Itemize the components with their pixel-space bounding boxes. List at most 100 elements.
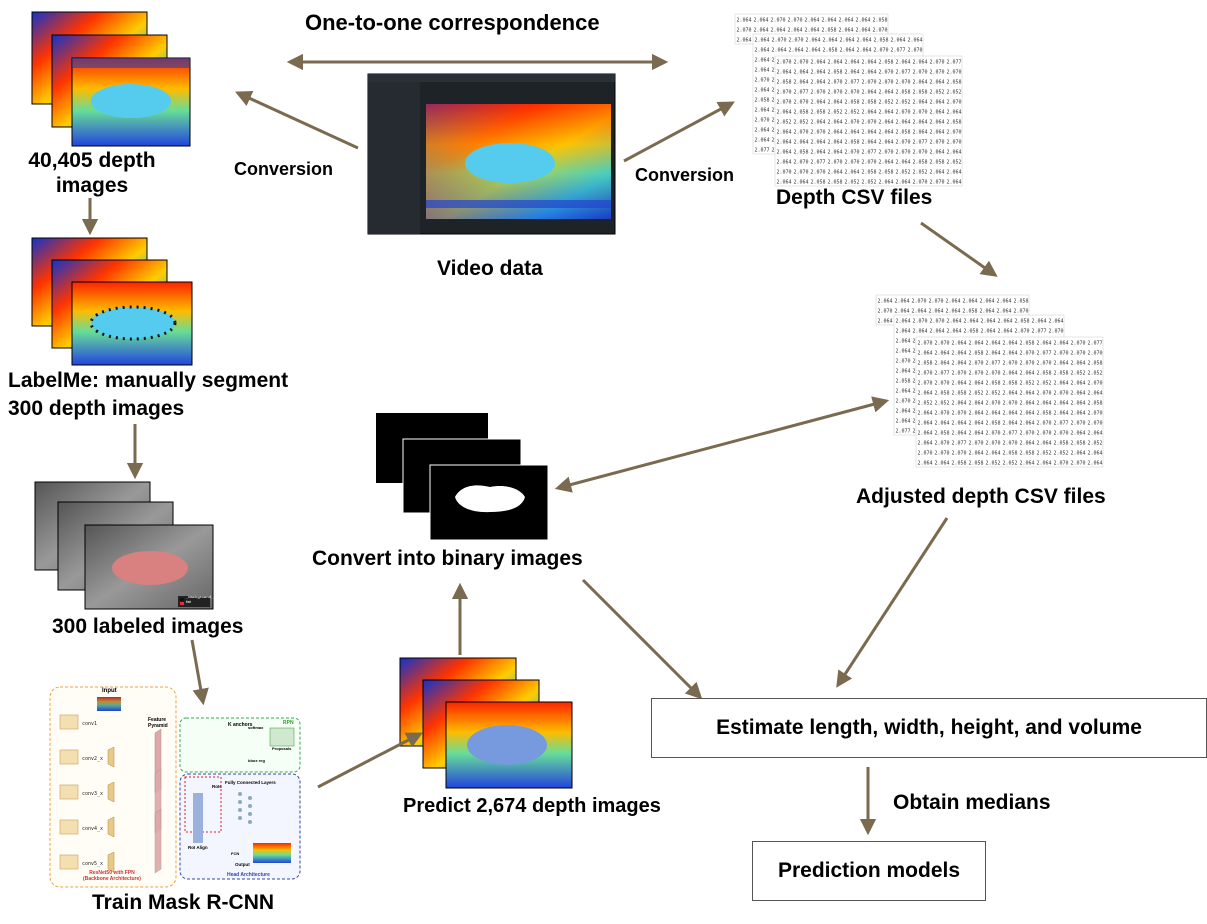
csv-cell: 2.064 (947, 170, 962, 176)
csv-cell: 2.070 (794, 130, 809, 136)
csv-cell: 2.064 (794, 180, 809, 186)
predicted-image-stack (399, 657, 573, 789)
csv-cell: 2.070 (1020, 431, 1035, 437)
csv-cell: 2.058 (913, 160, 928, 166)
csv-cell: 2.064 (1020, 461, 1035, 467)
csv-cell: 2.064 (777, 130, 792, 136)
csv-cell: 2.058 (1054, 441, 1069, 447)
csv-cell: 2.064 (935, 461, 950, 467)
csv-cell: 2.064 (1088, 391, 1103, 397)
csv-cell: 2.064 (1054, 381, 1069, 387)
prediction-models-box: Prediction models (752, 841, 986, 901)
csv-cell: 2.064 (777, 150, 792, 156)
csv-cell: 2.064 (879, 160, 894, 166)
csv-cell: 2.064 (828, 100, 843, 106)
csv-cell: 2.064 (947, 180, 962, 186)
csv-cell: 2.052 (794, 120, 809, 126)
csv-cell: 2.070 (811, 90, 826, 96)
csv-cell: 2.077 (1088, 341, 1103, 347)
csv-cell: 2.064 (777, 140, 792, 146)
csv-cell: 2.064 (1054, 341, 1069, 347)
csv-cell: 2.064 (879, 180, 894, 186)
csv-cell: 2.070 (918, 341, 933, 347)
csv-cell: 2.070 (1037, 361, 1052, 367)
csv-cell: 2.070 (952, 371, 967, 377)
csv-cell: 2.064 (918, 461, 933, 467)
csv-cell: 2.064 (755, 128, 770, 134)
csv-cell: 2.070 (794, 160, 809, 166)
csv-cell: 2.064 (1003, 411, 1018, 417)
csv-cell: 2.058 (879, 60, 894, 66)
csv-cell: 2.064 (862, 140, 877, 146)
csv-cell: 2.064 (811, 100, 826, 106)
csv-cell: 2.070 (879, 70, 894, 76)
csv-cell: 2.064 (845, 60, 860, 66)
csv-cell: 2.070 (777, 170, 792, 176)
csv-cell: 2.052 (986, 461, 1001, 467)
csv-cell: 2.064 (952, 431, 967, 437)
csv-cell: 2.064 (806, 38, 821, 44)
csv-cell: 2.064 (845, 70, 860, 76)
labelme-image-stack (31, 237, 193, 366)
csv-cell: 2.064 (947, 150, 962, 156)
csv-cell: 2.070 (1071, 341, 1086, 347)
csv-cell: 2.058 (969, 351, 984, 357)
csv-cell: 2.064 (1054, 411, 1069, 417)
csv-cell: 2.070 (794, 60, 809, 66)
conv-feature-block (107, 851, 115, 873)
csv-cell: 2.058 (1020, 451, 1035, 457)
csv-cell: 2.064 (1071, 451, 1086, 457)
csv-cell: 2.070 (873, 28, 888, 34)
csv-cell: 2.064 (980, 309, 995, 315)
csv-cell: 2.077 (986, 361, 1001, 367)
csv-cell: 2.064 (929, 309, 944, 315)
csv-cell: 2.077 (755, 148, 770, 154)
csv-cell: 2.058 (1071, 441, 1086, 447)
csv-cell: 2.070 (918, 451, 933, 457)
csv-cell: 2.064 (755, 108, 770, 114)
csv-cell: 2.052 (1088, 441, 1103, 447)
csv-cell: 2.064 (930, 130, 945, 136)
csv-cell: 2.052 (828, 110, 843, 116)
csv-cell: 2.064 (754, 28, 769, 34)
video-data-screenshot (367, 73, 616, 235)
csv-cell: 2.052 (918, 401, 933, 407)
csv-cell: 2.058 (964, 329, 979, 335)
conv-label: conv3_x (82, 791, 103, 797)
csv-cell: 2.070 (1037, 421, 1052, 427)
labeled-images-label: 300 labeled images (52, 615, 244, 638)
csv-cell: 2.064 (794, 80, 809, 86)
csv-cell: 2.058 (1003, 381, 1018, 387)
csv-cell: 2.070 (1054, 461, 1069, 467)
csv-cell: 2.064 (930, 100, 945, 106)
csv-cell: 2.064 (896, 180, 911, 186)
csv-cell: 2.052 (896, 100, 911, 106)
csv-cell: 2.070 (947, 140, 962, 146)
csv-cell: 2.070 (862, 160, 877, 166)
csv-cell: 2.070 (929, 299, 944, 305)
csv-cell: 2.070 (986, 441, 1001, 447)
csv-cell: 2.077 (1032, 329, 1047, 335)
csv-cell: 2.052 (1071, 371, 1086, 377)
csv-cell: 2.070 (930, 180, 945, 186)
csv-cell: 2.058 (845, 100, 860, 106)
csv-cell: 2.064 (969, 401, 984, 407)
csv-cell: 2.058 (862, 100, 877, 106)
csv-cell: 2.070 (986, 371, 1001, 377)
csv-cell: 2.064 (918, 411, 933, 417)
csv-cell: 2.070 (986, 431, 1001, 437)
csv-cell: 2.064 (1003, 421, 1018, 427)
csv-cell: 2.070 (908, 48, 923, 54)
convert-binary-label: Convert into binary images (312, 547, 583, 570)
csv-cell: 2.070 (828, 160, 843, 166)
obtain-medians-label: Obtain medians (893, 791, 1051, 814)
csv-cell: 2.058 (845, 140, 860, 146)
csv-cell: 2.064 (845, 130, 860, 136)
csv-cell: 2.064 (862, 130, 877, 136)
csv-cell: 2.070 (845, 90, 860, 96)
csv-cell: 2.077 (952, 441, 967, 447)
net-input-label: Input (102, 688, 117, 694)
csv-cell: 2.064 (1037, 461, 1052, 467)
csv-cell: 2.070 (1088, 411, 1103, 417)
